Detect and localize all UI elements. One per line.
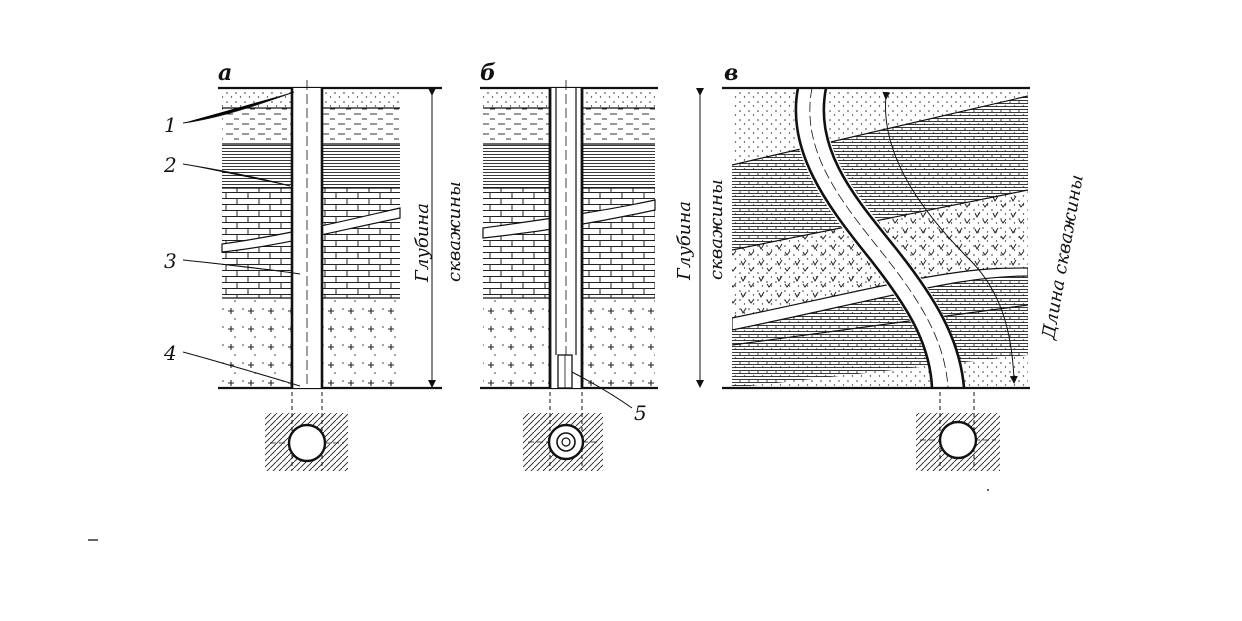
length-dimension-c — [882, 91, 1018, 384]
depth-label-a-1: Глубина — [412, 203, 433, 283]
callout-4: 4 — [163, 341, 177, 365]
panel-c-letter: в — [724, 60, 738, 86]
panel-a — [182, 80, 442, 471]
depth-label-b-2: скважины — [706, 179, 727, 280]
callout-1: 1 — [164, 113, 177, 137]
depth-label-b-1: Глубина — [674, 201, 695, 281]
panel-b-letter: б — [480, 60, 496, 86]
length-label-c: Длина скважины — [1038, 173, 1088, 342]
callout-2: 2 — [163, 153, 177, 177]
borehole-section-c — [938, 420, 978, 460]
panel-c — [722, 86, 1030, 471]
panel-b — [480, 80, 704, 471]
callout-3: 3 — [164, 249, 177, 273]
callout-5: 5 — [634, 401, 647, 425]
panel-a-letter: а — [218, 60, 232, 86]
depth-label-a-2: скважины — [444, 181, 465, 282]
borehole-section-a — [287, 423, 327, 463]
